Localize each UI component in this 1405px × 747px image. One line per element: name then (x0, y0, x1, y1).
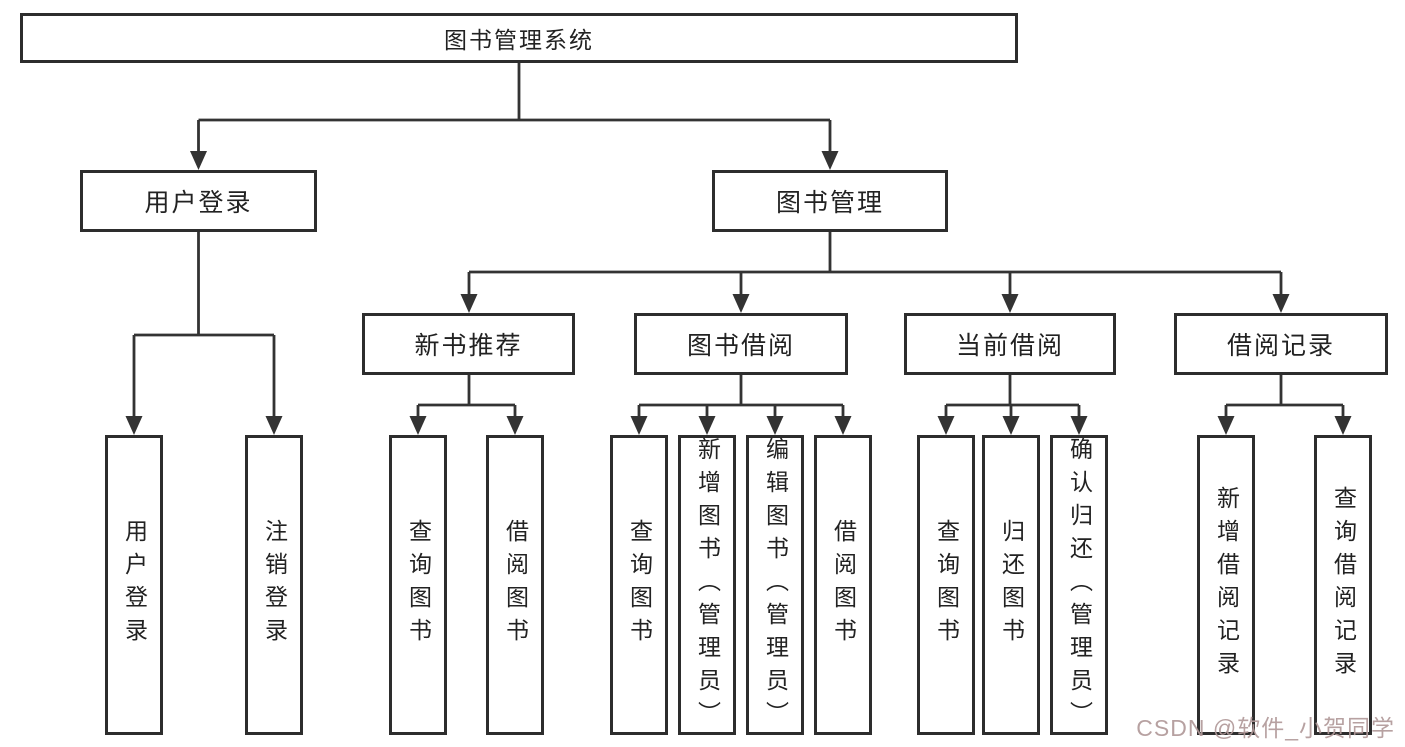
leaf-query-borrow-record: 查询借阅记录 (1314, 435, 1372, 735)
leaf-query-books-borrow-label: 查询图书 (626, 519, 653, 651)
watermark: CSDN @软件_小贺同学 (1136, 715, 1395, 741)
leaf-logout: 注销登录 (245, 435, 303, 735)
leaf-query-books-borrow: 查询图书 (610, 435, 668, 735)
leaf-edit-book-admin-label: 编辑图书（管理员） (762, 436, 789, 734)
leaf-query-books-recommend: 查询图书 (389, 435, 447, 735)
leaf-return-books-label: 归还图书 (998, 519, 1025, 651)
leaf-query-books-recommend-label: 查询图书 (405, 519, 432, 651)
node-root: 图书管理系统 (20, 13, 1018, 63)
leaf-user-login: 用户登录 (105, 435, 163, 735)
node-user-login: 用户登录 (80, 170, 317, 232)
node-book-management: 图书管理 (712, 170, 948, 232)
leaf-logout-label: 注销登录 (261, 519, 288, 651)
leaf-borrow-books: 借阅图书 (814, 435, 872, 735)
leaf-confirm-return-admin-label: 确认归还（管理员） (1066, 436, 1093, 734)
node-book-borrow-label: 图书借阅 (686, 332, 795, 360)
leaf-add-borrow-record: 新增借阅记录 (1197, 435, 1255, 735)
leaf-user-login-label: 用户登录 (121, 519, 148, 651)
node-current-borrow: 当前借阅 (904, 313, 1116, 375)
leaf-borrow-books-label: 借阅图书 (830, 519, 857, 651)
node-current-borrow-label: 当前借阅 (955, 332, 1064, 360)
node-new-book-recommend-label: 新书推荐 (414, 332, 523, 360)
leaf-add-borrow-record-label: 新增借阅记录 (1213, 486, 1240, 684)
node-borrow-records: 借阅记录 (1174, 313, 1388, 375)
node-root-label: 图书管理系统 (444, 27, 594, 53)
node-book-borrow: 图书借阅 (634, 313, 848, 375)
node-borrow-records-label: 借阅记录 (1226, 332, 1335, 360)
node-book-management-label: 图书管理 (775, 189, 884, 217)
leaf-query-borrow-record-label: 查询借阅记录 (1330, 486, 1357, 684)
arrowheads (125, 151, 1352, 435)
node-new-book-recommend: 新书推荐 (362, 313, 575, 375)
leaf-return-books: 归还图书 (982, 435, 1040, 735)
node-user-login-label: 用户登录 (144, 189, 253, 217)
leaf-borrow-books-recommend: 借阅图书 (486, 435, 544, 735)
leaf-add-book-admin-label: 新增图书（管理员） (694, 436, 721, 734)
leaf-edit-book-admin: 编辑图书（管理员） (746, 435, 804, 735)
leaf-query-books-current: 查询图书 (917, 435, 975, 735)
leaf-add-book-admin: 新增图书（管理员） (678, 435, 736, 735)
leaf-query-books-current-label: 查询图书 (933, 519, 960, 651)
leaf-confirm-return-admin: 确认归还（管理员） (1050, 435, 1108, 735)
leaf-borrow-books-recommend-label: 借阅图书 (502, 519, 529, 651)
